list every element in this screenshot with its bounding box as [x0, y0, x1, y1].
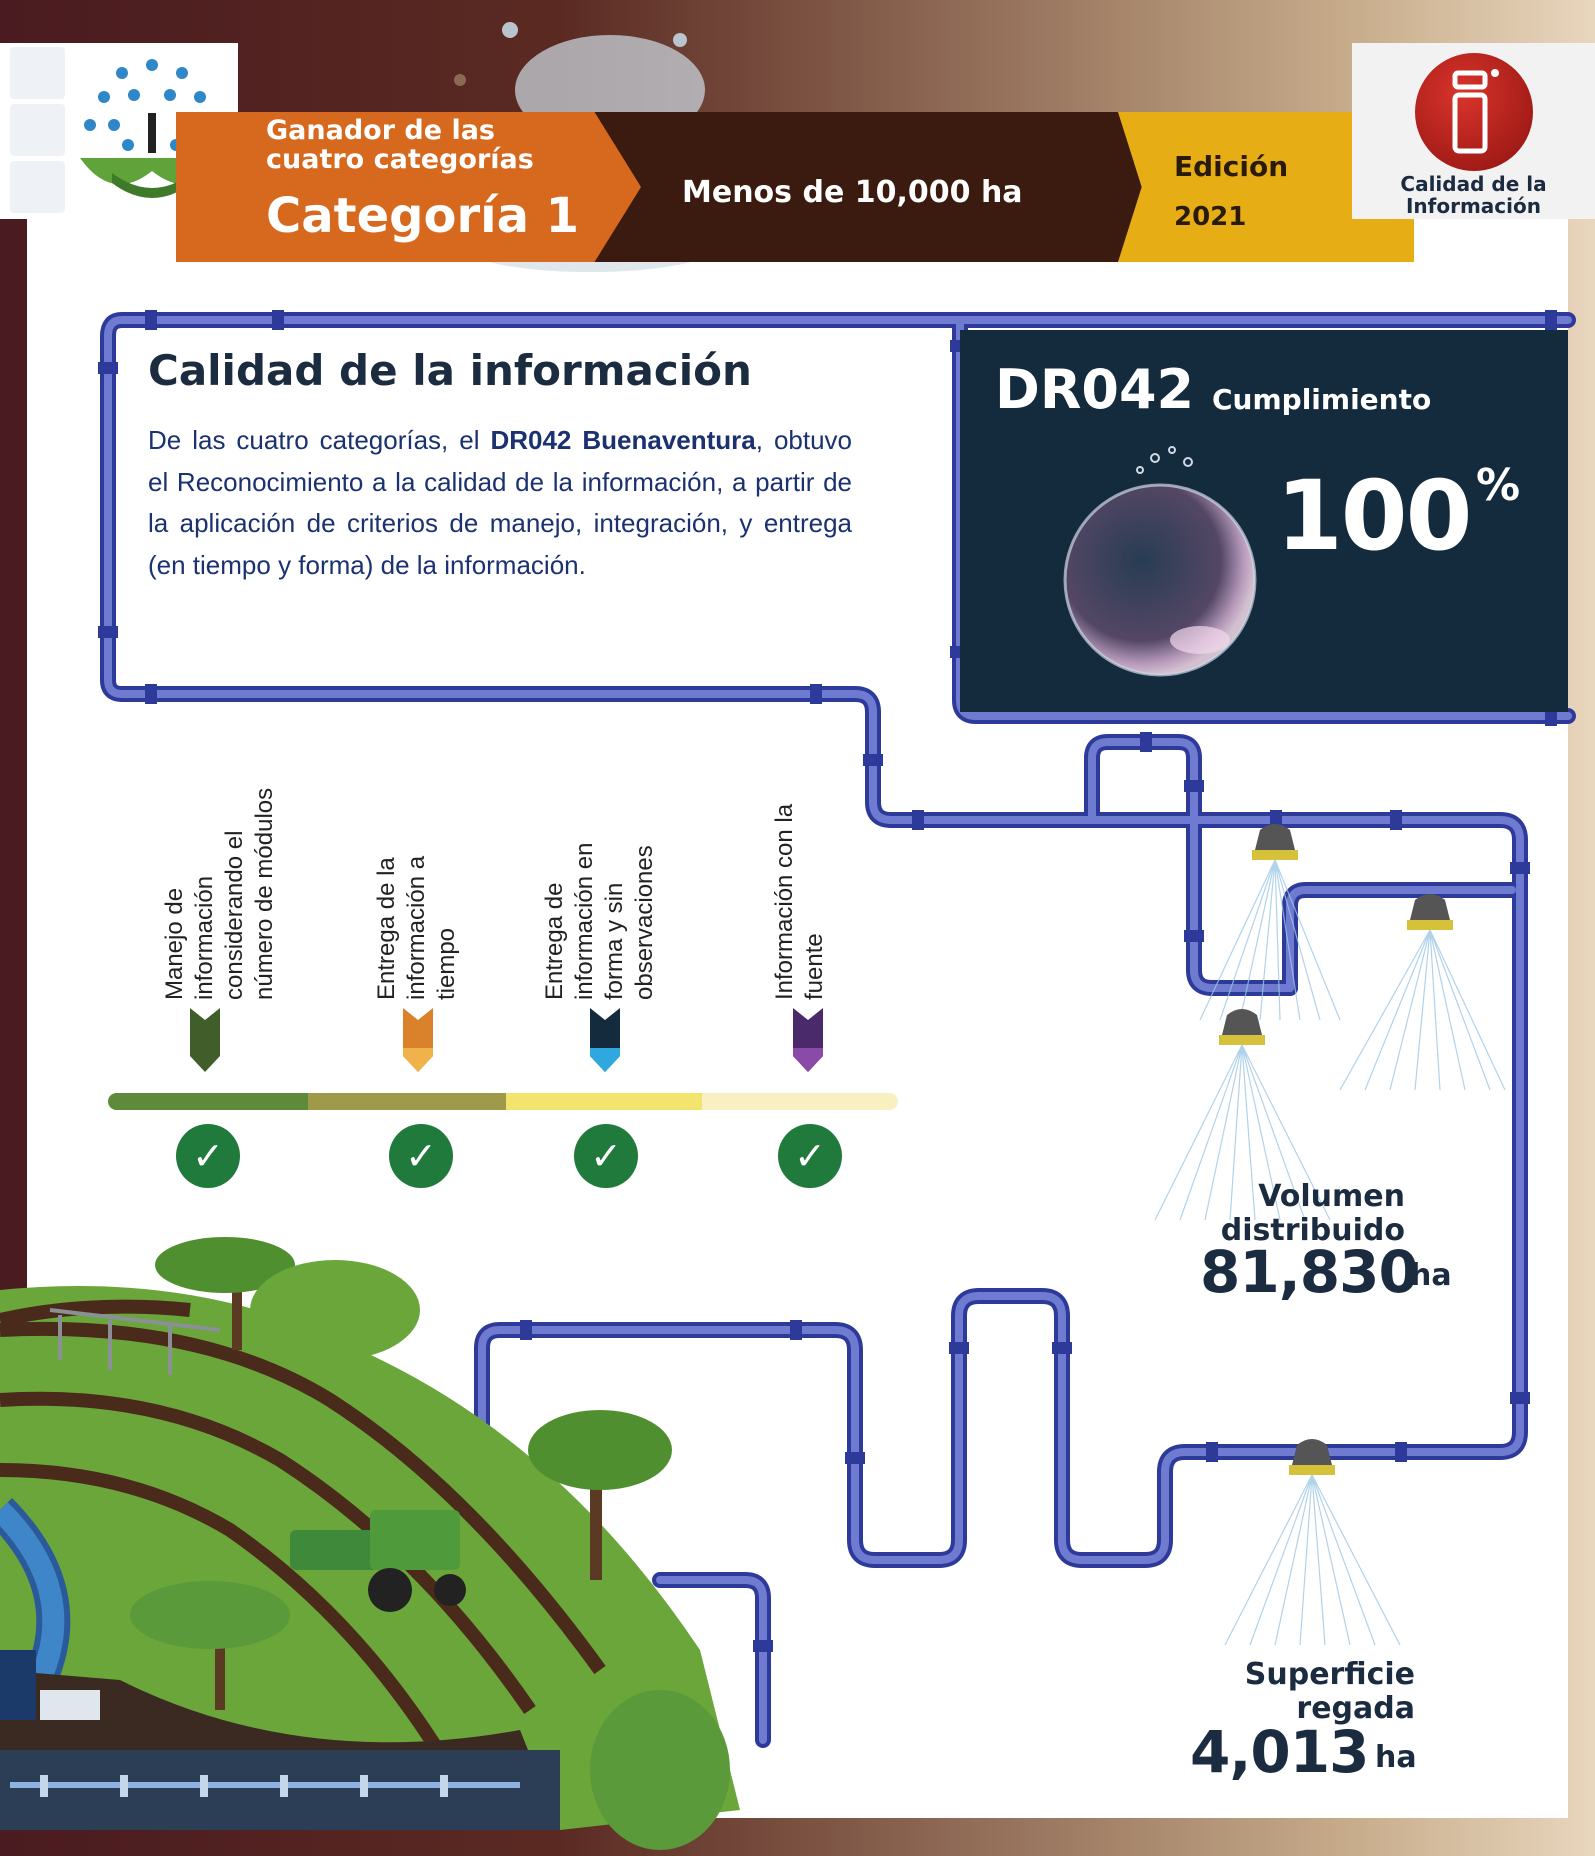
sprinkler-head-icon [1219, 824, 1453, 1475]
check-icon: ✓ [389, 1124, 453, 1188]
check-icon: ✓ [574, 1124, 638, 1188]
criterion-label: Entrega de la información a tiempo [373, 855, 460, 1000]
criterion-label: Manejo de información considerando el nú… [161, 787, 278, 1000]
surface-label: Superficie regada [1244, 1657, 1415, 1726]
category-title: Categoría 1 [266, 188, 580, 244]
compliance-value: 100 [1276, 460, 1472, 572]
district-code: DR042 [995, 358, 1195, 421]
compliance-unit: % [1476, 460, 1521, 511]
check-icon: ✓ [778, 1124, 842, 1188]
surface-unit: ha [1375, 1740, 1417, 1775]
info-icon [1415, 53, 1533, 171]
criterion-marker-icon [190, 1008, 220, 1072]
check-icon: ✓ [176, 1124, 240, 1188]
edition-year: 2021 [1174, 202, 1247, 232]
information-quality-badge: Calidad de la Información [1352, 43, 1595, 219]
badge-caption: Calidad de la Información [1400, 172, 1547, 218]
mini-logo-icon [10, 104, 65, 156]
criterion-marker-icon [403, 1008, 433, 1072]
info-description: De las cuatro categorías, el DR042 Buena… [148, 425, 853, 580]
bubble-icon [1063, 446, 1257, 677]
surface-value: 4,013 [1190, 1718, 1369, 1786]
criterion-marker-icon [793, 1008, 823, 1072]
farmland-illustration [0, 1237, 740, 1850]
criterion-marker-icon [590, 1008, 620, 1072]
progress-segment [506, 1093, 702, 1110]
volume-unit: ha [1410, 1258, 1452, 1293]
criterion-label: Información con la fuente [771, 803, 828, 1000]
criterion-1: Manejo de información considerando el nú… [130, 788, 310, 1000]
sprinklers-illustration [1154, 824, 1506, 1646]
mini-logo-icon [10, 161, 65, 213]
criterion-label: Entrega de información en forma y sin ob… [541, 842, 658, 1000]
info-title: Calidad de la información [148, 346, 752, 395]
volume-value: 81,830 [1200, 1238, 1419, 1306]
size-range: Menos de 10,000 ha [682, 175, 1023, 210]
category-banner [176, 112, 641, 262]
mini-logo-icon [10, 47, 65, 99]
progress-segment [702, 1093, 898, 1110]
compliance-label: Cumplimiento [1212, 383, 1432, 416]
criterion-2: Entrega de la información a tiempo [372, 800, 552, 1000]
progress-segment [108, 1093, 308, 1110]
winner-text: Ganador de las cuatro categorías [266, 115, 534, 175]
criterion-3: Entrega de información en forma y sin ob… [540, 800, 720, 1000]
compliance-panel [960, 330, 1568, 712]
edition-label: Edición [1174, 150, 1289, 183]
criterion-4: Información con la fuente [771, 800, 952, 1000]
volume-label: Volumen distribuido [1220, 1179, 1405, 1248]
progress-segment [308, 1093, 506, 1110]
